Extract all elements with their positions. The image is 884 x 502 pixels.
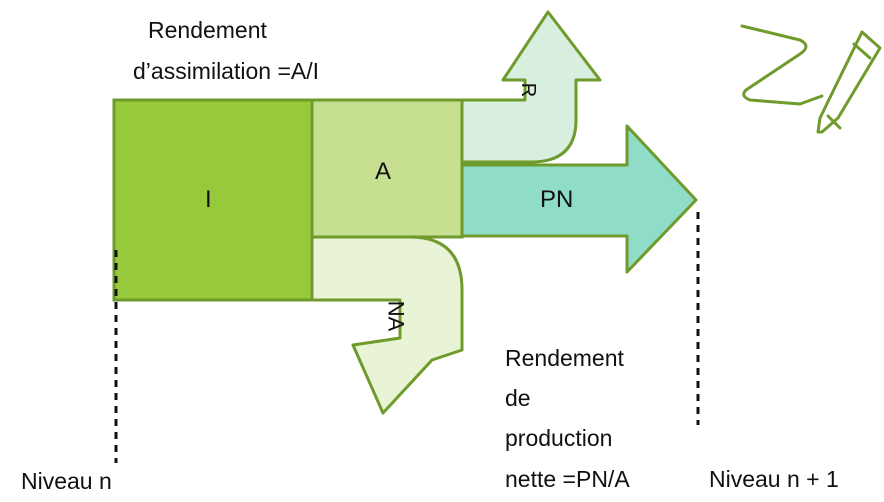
assimilation-efficiency-label-line1: Rendement (148, 17, 267, 43)
arrow-R-label: R (517, 82, 540, 98)
pen-drawing-icon (740, 24, 882, 134)
level-n1-label: Niveau n + 1 (709, 466, 839, 492)
box-I-label: I (205, 186, 212, 213)
assimilation-efficiency-label-line2: d’assimilation =A/I (133, 58, 319, 84)
production-efficiency-label-line3: production (505, 425, 613, 451)
production-efficiency-label-line4: nette =PN/A (505, 466, 630, 492)
level-n-label: Niveau n (21, 468, 112, 494)
arrow-NA-label: NA (383, 300, 409, 332)
production-efficiency-label-line2: de (505, 385, 531, 411)
arrow-PN (460, 124, 698, 274)
arrow-R (460, 10, 602, 164)
production-efficiency-label-line1: Rendement (505, 345, 624, 371)
arrow-PN-label: PN (540, 186, 574, 213)
box-A-label: A (375, 158, 392, 185)
box-I (112, 98, 314, 302)
box-A (310, 98, 464, 239)
